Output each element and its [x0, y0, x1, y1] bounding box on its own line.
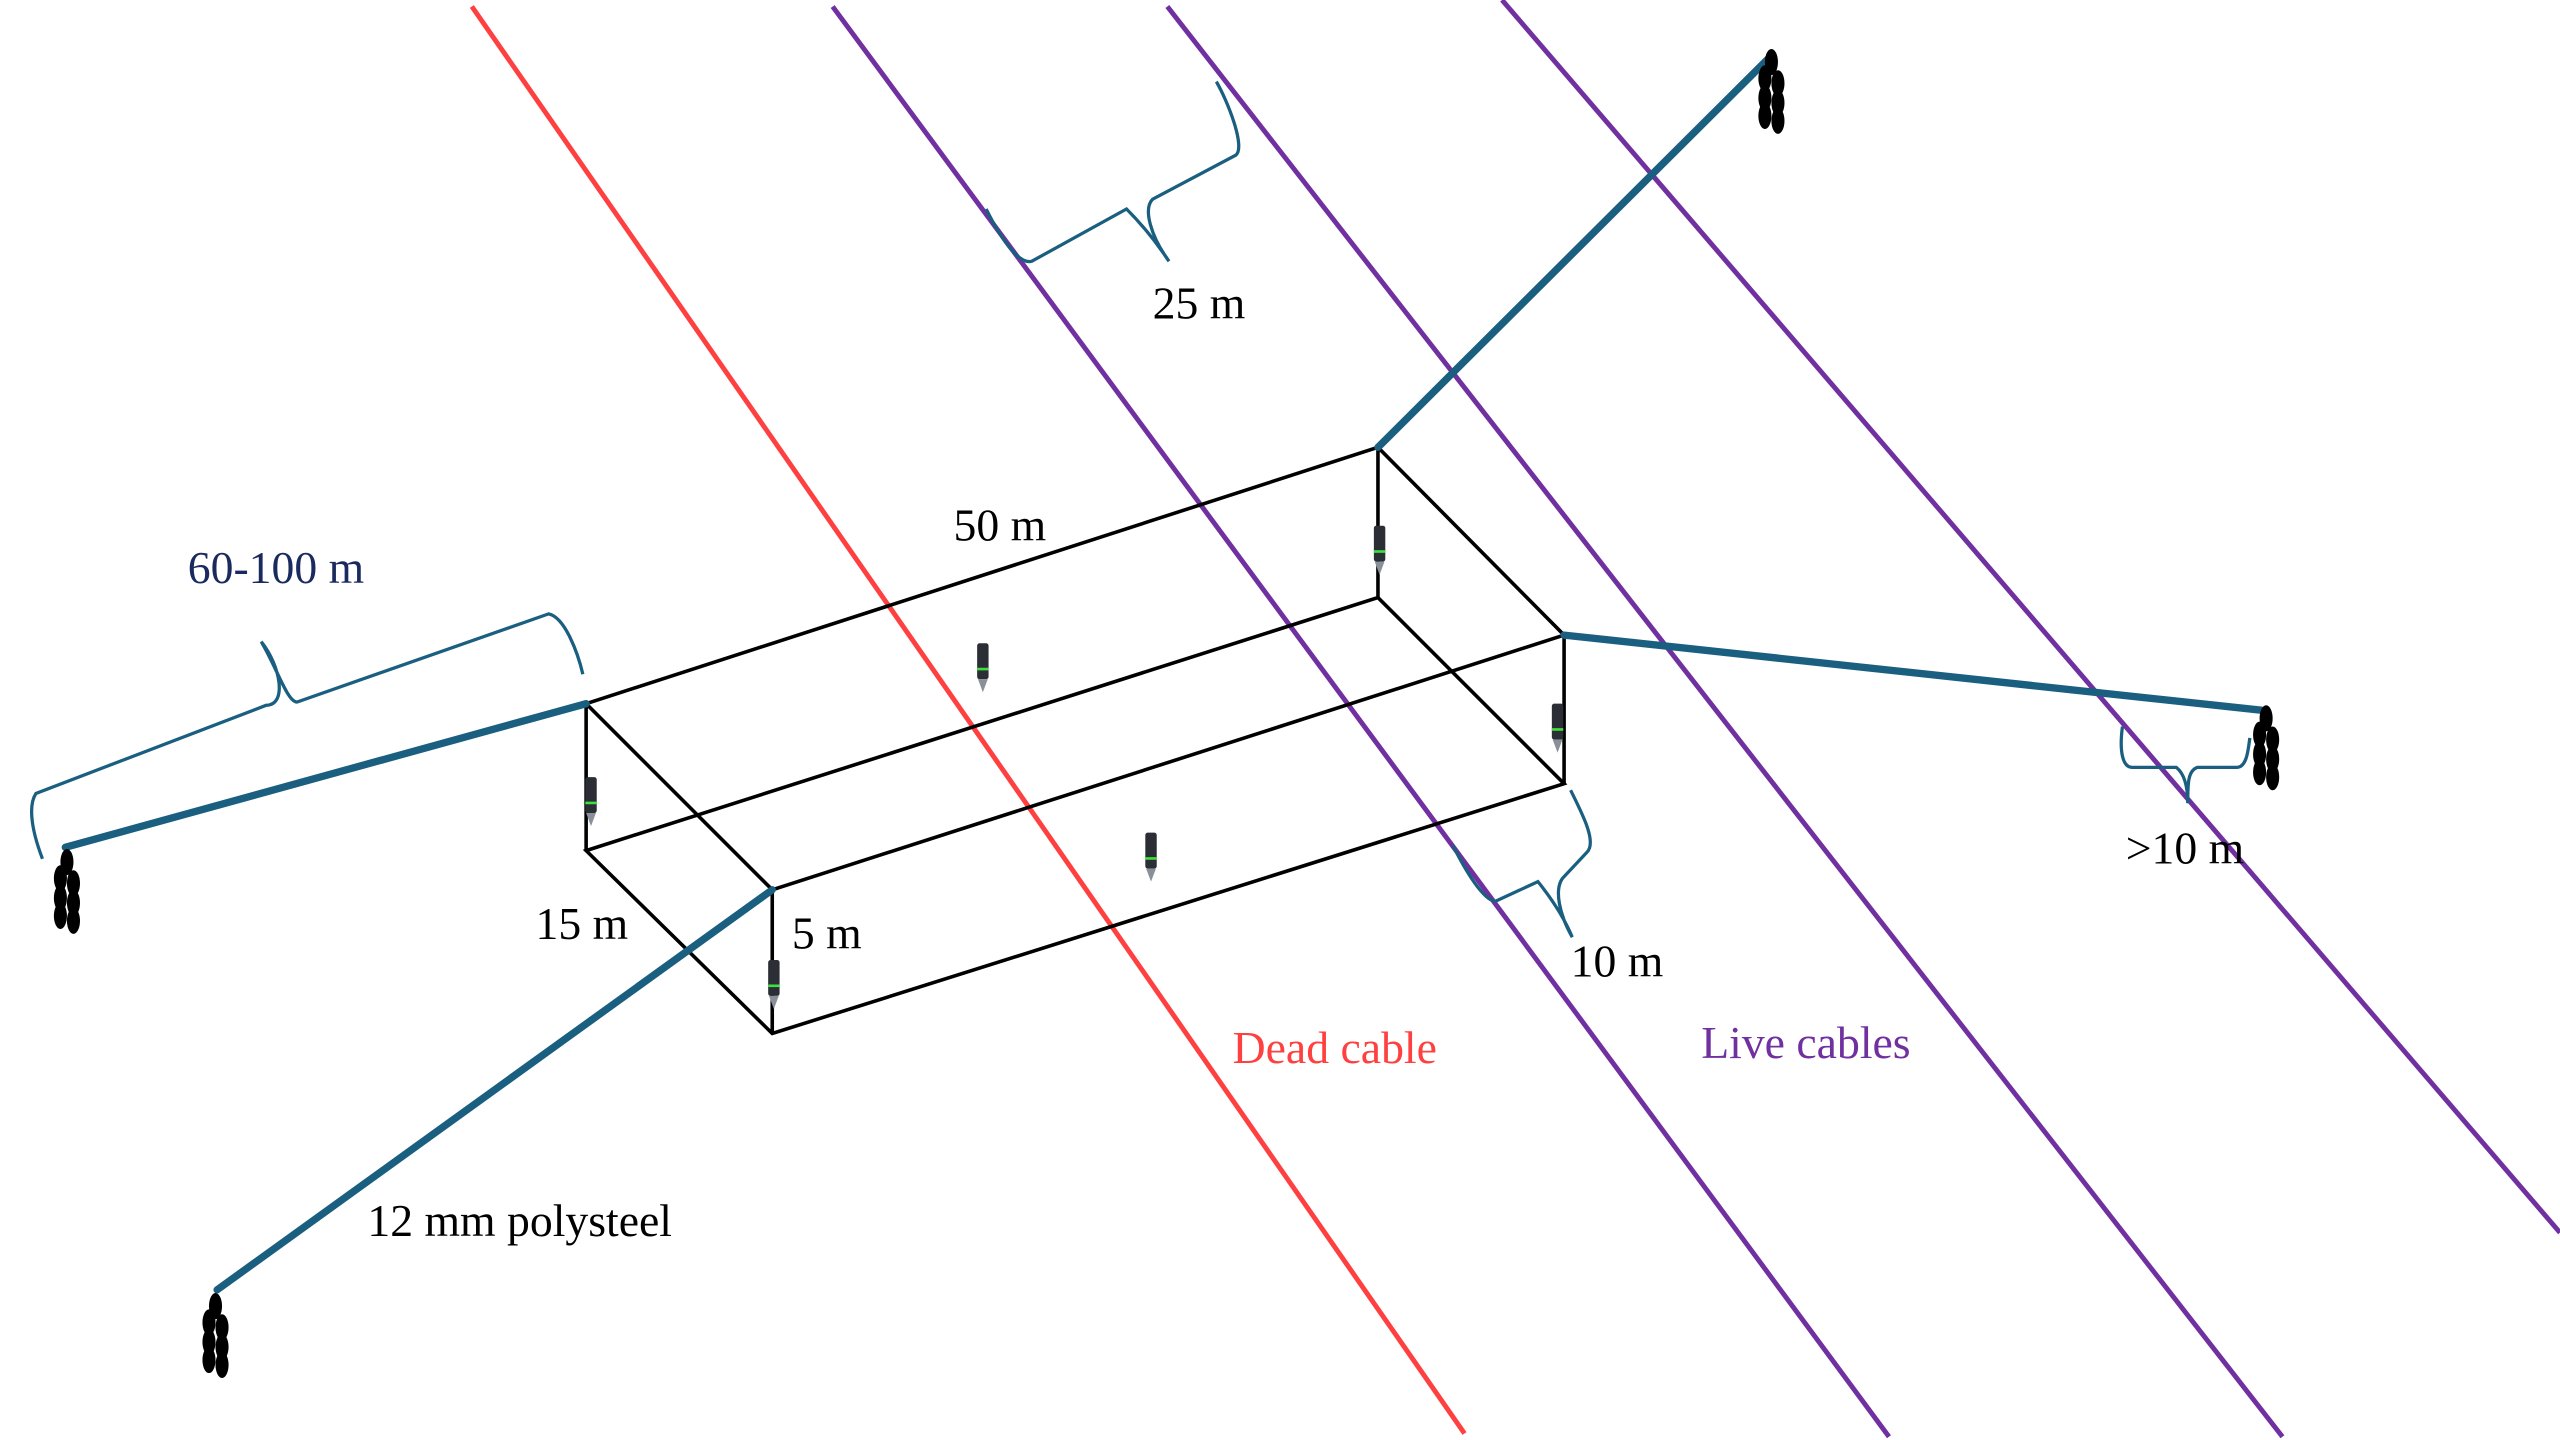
label-live-cables: Live cables: [1701, 1017, 1910, 1068]
brace-offset-gt10: [2119, 726, 2252, 804]
chain-anchor-icon: [202, 1293, 229, 1378]
label-width-15: 15 m: [536, 898, 629, 949]
label-rope-type: 12 mm polysteel: [367, 1195, 672, 1246]
label-length-50: 50 m: [953, 499, 1046, 550]
chain-anchor-icon: [2253, 705, 2280, 791]
rope-north: [1374, 55, 1772, 452]
hydrophone-icon: [768, 960, 780, 1009]
label-offset-10: 10 m: [1571, 935, 1664, 986]
frame-box: [582, 445, 1568, 1036]
label-offset-gt10: >10 m: [2126, 823, 2244, 874]
rope-west: [61, 700, 590, 852]
live-cable-line-2: [1165, 5, 2285, 1439]
live-cable-line-3: [1500, 0, 2560, 1235]
rope-east: [1560, 631, 2265, 714]
label-height-5: 5 m: [792, 908, 862, 959]
hydrophone-icon: [1145, 832, 1157, 882]
brace-offset-10: [1451, 789, 1592, 938]
hydrophone-icon: [977, 643, 989, 693]
rope-south: [213, 886, 776, 1294]
label-spacing-25: 25 m: [1153, 277, 1246, 328]
brace-cable-spacing: [984, 80, 1241, 264]
hydrophone-icon: [1373, 525, 1386, 575]
dead-cable-line: [469, 5, 1467, 1435]
label-dead-cable: Dead cable: [1233, 1022, 1437, 1073]
brace-anchor-distance: [30, 612, 585, 860]
chain-anchor-icon: [53, 848, 80, 934]
hydrophone-icon: [1551, 703, 1564, 753]
label-anchor-distance: 60-100 m: [188, 542, 364, 593]
